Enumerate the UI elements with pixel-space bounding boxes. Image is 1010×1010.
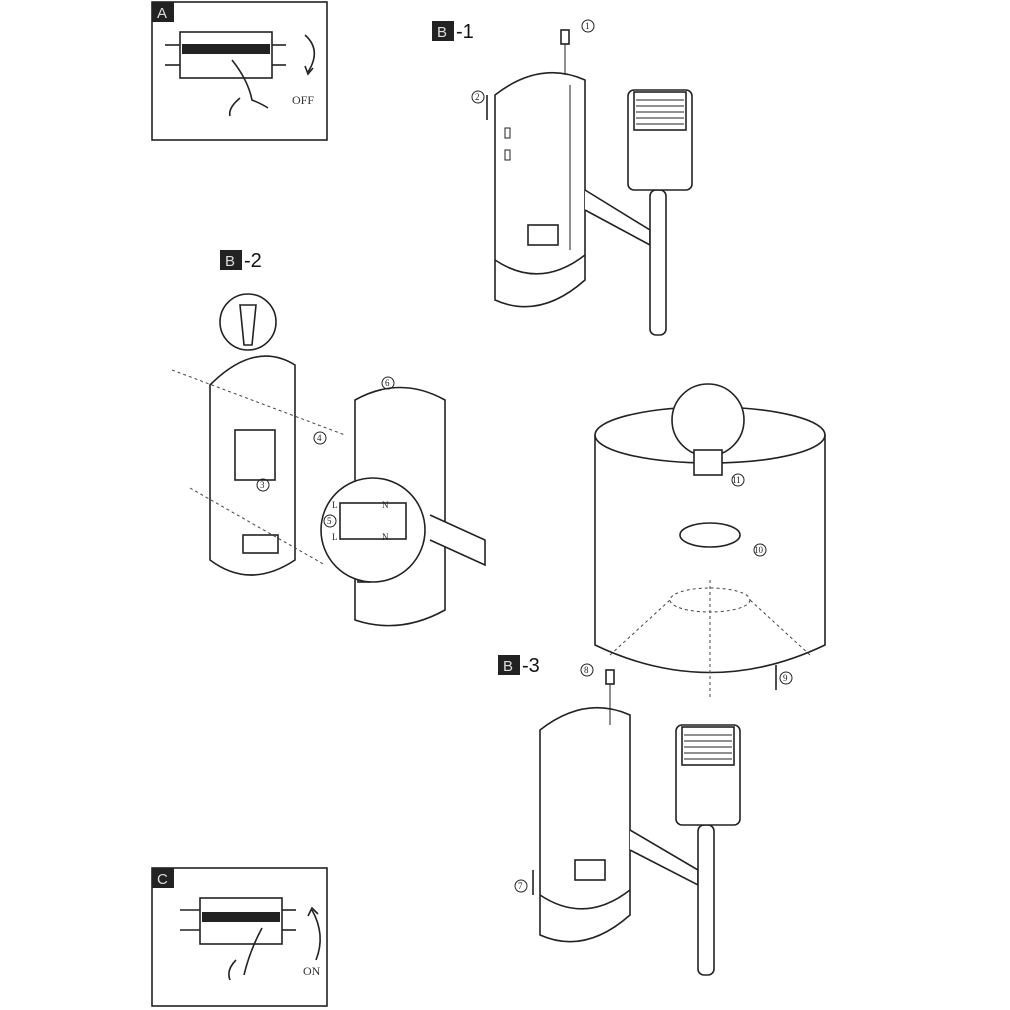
panel-b1-mount-bracket: B -1 1 2: [432, 19, 693, 336]
svg-text:11: 11: [732, 475, 741, 485]
svg-text:OFF: OFF: [292, 93, 314, 107]
svg-text:C: C: [157, 871, 168, 888]
panel-c-breaker-on: C ON: [151, 867, 328, 1007]
svg-text:L: L: [332, 532, 338, 542]
svg-text:4: 4: [317, 433, 322, 443]
badge-b3: [498, 655, 520, 675]
svg-text:5: 5: [327, 516, 332, 526]
badge-a: [152, 2, 174, 22]
svg-text:3: 3: [260, 480, 265, 490]
svg-text:6: 6: [385, 378, 390, 388]
panel-b3-final-assembly: B -3 8 7: [498, 655, 741, 976]
svg-text:2: 2: [475, 92, 480, 102]
svg-text:B: B: [437, 24, 447, 41]
badge-c: [152, 868, 174, 888]
panel-b2-wiring: B -2 6 4 3 5 L N L N: [171, 250, 486, 627]
svg-text:N: N: [382, 532, 389, 542]
panel-a-breaker-off: A OFF: [151, 1, 328, 141]
svg-text:8: 8: [584, 665, 589, 675]
svg-text:-3: -3: [522, 655, 540, 677]
svg-text:9: 9: [783, 673, 788, 683]
svg-text:N: N: [382, 500, 389, 510]
svg-text:A: A: [157, 5, 167, 22]
panel-shade-bulb: 11 10 9: [594, 383, 826, 700]
svg-text:7: 7: [518, 881, 523, 891]
svg-text:B: B: [503, 658, 513, 675]
svg-text:-2: -2: [244, 250, 262, 272]
svg-text:1: 1: [585, 21, 590, 31]
svg-text:B: B: [225, 253, 235, 270]
svg-text:-1: -1: [456, 21, 474, 43]
badge-b1: [432, 21, 454, 41]
svg-text:L: L: [332, 500, 338, 510]
svg-text:10: 10: [754, 545, 764, 555]
svg-text:ON: ON: [303, 964, 321, 978]
badge-b2: [220, 250, 242, 270]
